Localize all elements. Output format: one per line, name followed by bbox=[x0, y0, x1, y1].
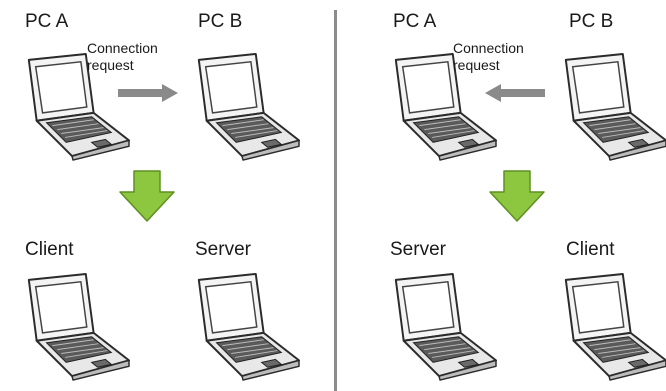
role-client-label: Client bbox=[25, 239, 74, 260]
role-server-label: Server bbox=[195, 239, 251, 260]
role-client-label: Client bbox=[566, 239, 615, 260]
left-arrow-icon bbox=[483, 83, 545, 103]
client-laptop-icon bbox=[551, 272, 666, 382]
role-server-label: Server bbox=[390, 239, 446, 260]
down-arrow-icon bbox=[118, 170, 176, 222]
pc-a-label: PC A bbox=[393, 11, 437, 32]
pc-b-label: PC B bbox=[198, 11, 243, 32]
pc-a-label: PC A bbox=[25, 11, 69, 32]
left-panel: PC A PC B Connection request Client Serv… bbox=[14, 11, 304, 382]
connection-request-label-line2: request bbox=[87, 57, 134, 73]
server-laptop-icon bbox=[381, 272, 501, 382]
connection-request-label-line2: request bbox=[453, 57, 500, 73]
server-laptop-icon bbox=[184, 272, 304, 382]
client-laptop-icon bbox=[14, 272, 134, 382]
right-panel: PC A PC B Connection request Server Clie… bbox=[337, 0, 666, 391]
down-arrow-icon bbox=[488, 170, 546, 222]
panel-divider bbox=[334, 10, 337, 391]
connection-request-label-line1: Connection bbox=[453, 40, 524, 56]
pc-b-laptop-icon bbox=[184, 52, 304, 162]
connection-request-label-line1: Connection bbox=[87, 40, 158, 56]
right-arrow-icon bbox=[118, 83, 180, 103]
pc-b-label: PC B bbox=[569, 11, 614, 32]
pc-b-laptop-icon bbox=[551, 52, 666, 162]
